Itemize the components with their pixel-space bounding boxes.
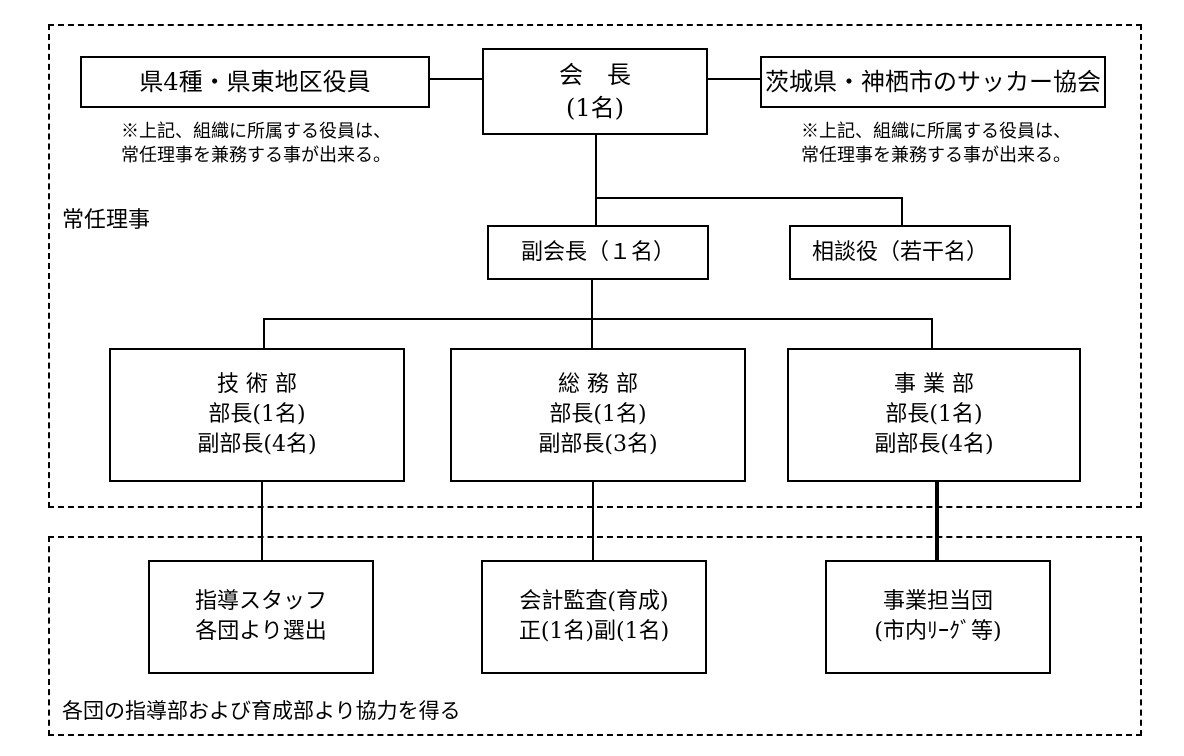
president-title: 会 長 (559, 61, 631, 90)
unit-line1: 指導スタッフ (194, 589, 327, 615)
connector-advisor-down (901, 197, 903, 225)
department-name: 総 務 部 (558, 372, 638, 398)
football-association-label: 茨城県・神栖市のサッカー協会 (765, 67, 1101, 96)
connector-left-president (428, 78, 484, 80)
football-association-box: 茨城県・神栖市のサッカー協会 (760, 56, 1106, 108)
connector-departments-bar (263, 318, 933, 320)
department-head: 部長(1名) (208, 402, 306, 428)
department-head: 部長(1名) (549, 402, 647, 428)
cooperation-group (48, 536, 1142, 736)
department-name: 事 業 部 (894, 372, 974, 398)
business-team-box: 事業担当団 (市内ﾘｰｸﾞ等) (825, 560, 1051, 674)
technical-department-box: 技 術 部 部長(1名) 副部長(4名) (109, 348, 405, 482)
audit-box: 会計監査(育成) 正(1名)副(1名) (481, 560, 707, 674)
connector-dept2-unit (592, 480, 594, 562)
department-deputy: 副部長(4名) (874, 431, 994, 457)
connector-president-right (706, 78, 762, 80)
prefecture-officers-label: 県4種・県東地区役員 (139, 67, 371, 96)
business-department-box: 事 業 部 部長(1名) 副部長(4名) (787, 348, 1081, 482)
vice-president-box: 副会長（１名） (487, 225, 709, 280)
connector-dept3-unit (935, 480, 939, 562)
unit-line1: 事業担当団 (882, 589, 993, 615)
connector-vice-down (591, 278, 593, 320)
prefecture-officers-box: 県4種・県東地区役員 (80, 56, 430, 108)
connector-dept1-unit (261, 480, 263, 562)
unit-line2: 各団より選出 (195, 619, 327, 644)
right-note-line2: 常任理事を兼務する事が出来る。 (801, 145, 1071, 167)
left-note-line1: ※上記、組織に所属する役員は、 (121, 121, 391, 142)
department-name: 技 術 部 (217, 372, 297, 398)
standing-directors-label: 常任理事 (62, 208, 151, 233)
connector-dept2-down (591, 318, 593, 350)
department-deputy: 副部長(3名) (538, 431, 658, 457)
right-note-line1: ※上記、組織に所属する役員は、 (801, 121, 1071, 142)
left-note-line2: 常任理事を兼務する事が出来る。 (121, 145, 391, 167)
connector-dept3-down (931, 318, 933, 350)
general-affairs-department-box: 総 務 部 部長(1名) 副部長(3名) (450, 348, 746, 482)
president-box: 会 長 (1名) (482, 48, 708, 135)
right-note: ※上記、組織に所属する役員は、 常任理事を兼務する事が出来る。 (776, 120, 1096, 169)
department-head: 部長(1名) (885, 402, 983, 428)
department-deputy: 副部長(4名) (197, 431, 317, 457)
vice-president-label: 副会長（１名） (520, 239, 675, 265)
coaching-staff-box: 指導スタッフ 各団より選出 (148, 560, 374, 674)
president-count: (1名) (566, 93, 624, 122)
unit-line2: (市内ﾘｰｸﾞ等) (874, 619, 1002, 644)
connector-advisor-branch (595, 197, 903, 199)
advisor-label: 相談役（若干名） (811, 239, 988, 265)
cooperation-label: 各団の指導部および育成部より協力を得る (62, 699, 461, 723)
unit-line2: 正(1名)副(1名) (518, 619, 670, 644)
standing-directors-group (48, 24, 1142, 508)
unit-line1: 会計監査(育成) (519, 589, 669, 615)
advisor-box: 相談役（若干名） (789, 225, 1011, 280)
connector-dept1-down (263, 318, 265, 350)
connector-president-down (595, 133, 597, 225)
left-note: ※上記、組織に所属する役員は、 常任理事を兼務する事が出来る。 (96, 120, 416, 169)
